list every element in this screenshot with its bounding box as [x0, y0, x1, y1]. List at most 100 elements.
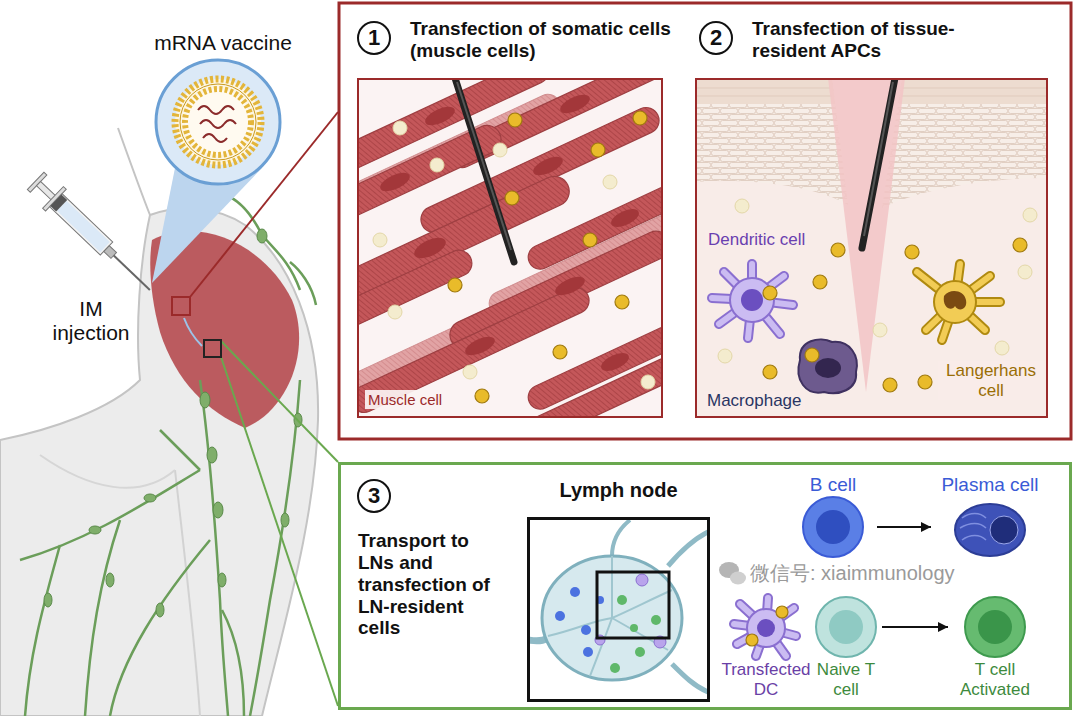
skin-illustration-part [862, 80, 895, 248]
cell-label: Langerhans cell [938, 361, 1044, 400]
lymph-node-illustration-part-part [583, 647, 593, 657]
skin-illustration-part-part [815, 358, 841, 378]
plasma-cell [955, 504, 1025, 556]
muscle-illustration [359, 80, 661, 416]
skin-illustration-part-part [901, 96, 1046, 97]
lymph-node-illustration [530, 520, 707, 692]
lipid-nanoparticle-part [175, 79, 261, 165]
skin-illustration-part-part [905, 245, 919, 259]
lymph-node-illustration-part [612, 520, 630, 556]
lymph-node-illustration-part-part [635, 647, 645, 657]
syringe-part [114, 255, 150, 290]
dendritic-cell-part [734, 598, 796, 656]
lymph-node-illustration-part [672, 664, 707, 692]
lymph-node-illustration-part-part [630, 624, 638, 632]
skin-illustration-part-part [805, 348, 819, 362]
cell-label: Transfected DC [718, 660, 814, 699]
lipid-nanoparticle-part [200, 120, 236, 128]
callout-wedge [152, 168, 262, 283]
lymphatic-vessels-part [20, 470, 200, 560]
muscle-illustration-part-part [388, 305, 402, 319]
lymph-node-dots-part [89, 526, 101, 534]
lymph-node-illustration-part-part [617, 595, 627, 605]
cell-node: B cell [793, 474, 873, 562]
arrow-connector [877, 526, 931, 528]
site-markers-part [184, 318, 202, 346]
watermark-icon-part [730, 572, 746, 585]
muscle-illustration-part-part [505, 191, 519, 205]
muscle-illustration-part-part [608, 205, 641, 230]
skin-illustration-part-part [813, 275, 827, 289]
skin-illustration-part [899, 80, 1046, 104]
site-markers-part [221, 357, 338, 706]
skin-illustration-part-part [763, 286, 777, 300]
lymph-node-illustration-part [668, 532, 707, 566]
panel-heading: Transport to LNs and transfection of LN-… [358, 530, 503, 639]
skin-illustration-part-part [718, 349, 732, 363]
muscle-illustration-part-part [553, 273, 588, 299]
lymph-node-illustration-part-part [581, 625, 591, 635]
skin-illustration-part [697, 80, 835, 104]
muscle-illustration-part [457, 82, 511, 250]
naive-t-cell-part [829, 610, 863, 644]
muscle-illustration-part-part [508, 113, 522, 127]
muscle-illustration-part [455, 80, 514, 262]
skin-illustration-part-part [995, 341, 1009, 355]
muscle-illustration-part-part [378, 169, 413, 195]
b-cell [803, 497, 863, 557]
box-heading: Lymph node [520, 479, 717, 502]
muscle-illustration-part-part [641, 375, 655, 389]
cell-label: B cell [793, 474, 873, 496]
lymph-node-illustration-part-part [570, 587, 580, 597]
lymphatic-vessels-part [85, 520, 120, 716]
plasma-cell-part [990, 516, 1018, 544]
muscle-illustration-part [378, 91, 642, 375]
dendritic-cell [734, 598, 796, 656]
skin-illustration-part [697, 80, 848, 205]
dendritic-cell-part [746, 606, 788, 646]
site-markers-part [190, 112, 338, 297]
muscle-illustration-part-part [531, 153, 566, 179]
lymph-node-illustration-part-part [636, 574, 648, 586]
lipid-nanoparticle-part [156, 60, 280, 184]
dendritic-cell-part [734, 598, 796, 656]
image-panel: Transfection of tissue-resident APCsDend… [695, 78, 1048, 418]
skin-illustration-part [917, 264, 1000, 340]
lymph-node-illustration-part [610, 595, 661, 673]
plasma-cell-part-part [962, 536, 986, 541]
lymphatic-vessels-part [250, 380, 300, 716]
skin-illustration-part-part [918, 375, 932, 389]
skin-illustration-part-part [735, 199, 749, 213]
muscle-illustration-part-part [411, 234, 449, 263]
lymphatic-vessels-part [222, 610, 244, 716]
skin-illustration-part-part [1018, 265, 1032, 279]
lymph-node-illustration-part-part [612, 590, 672, 618]
activated-t-cell-part [978, 610, 1012, 644]
skin-illustration-part-part [697, 88, 830, 89]
plasma-cell-part-part [962, 514, 986, 519]
site-markers-part [172, 297, 190, 315]
skin-illustration-part-part [1013, 238, 1027, 252]
body-silhouette-part [118, 128, 150, 215]
cell-label: Dendritic cell [705, 230, 808, 250]
panel-heading: Transfection of somatic cells (muscle ce… [410, 18, 682, 62]
naive-t-cell [816, 597, 876, 657]
b-cell-part [816, 510, 850, 544]
callout-title: mRNA vaccine [138, 31, 308, 55]
lymph-node-box: Lymph node [527, 517, 710, 702]
panel-heading: Transfection of tissue-resident APCs [752, 18, 997, 62]
skin-illustration-part [798, 339, 856, 393]
body-silhouette-part [175, 470, 200, 716]
lymph-node-dots-part [207, 447, 217, 463]
lipid-nanoparticle-part [185, 89, 251, 155]
skin-illustration-part [718, 199, 1037, 363]
skin-illustration-part-part [798, 339, 856, 393]
cell-node: T cell Activated [952, 592, 1038, 702]
skin-illustration-part-part [873, 323, 887, 337]
lymphatic-vessels-part [25, 545, 60, 716]
lymphatic-vessels-part [225, 195, 300, 290]
b-cell-part [803, 497, 863, 557]
muscle-illustration-part-part [484, 348, 661, 416]
